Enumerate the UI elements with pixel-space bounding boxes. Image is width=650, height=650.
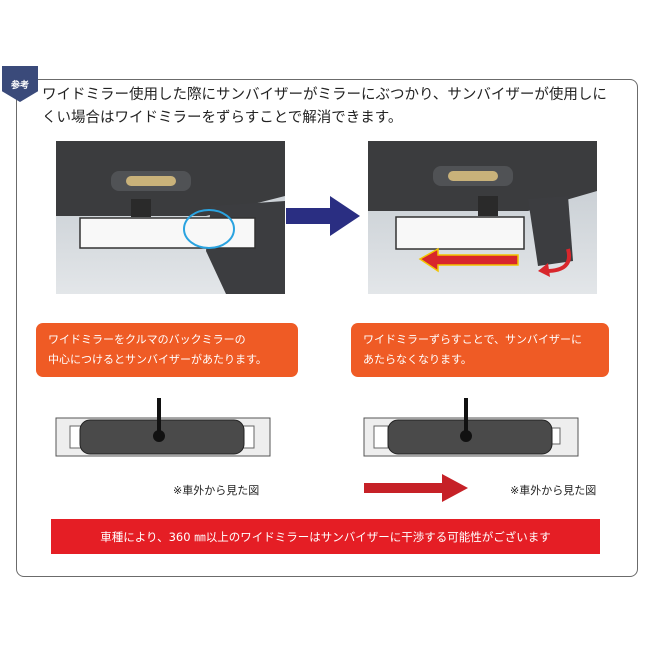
diagram-shifted [363, 398, 579, 457]
intro-line-2: くい場合はワイドミラーをずらすことで解消できます。 [42, 110, 403, 126]
intro-line-1: ワイドミラー使用した際にサンバイザーがミラーにぶつかり、サンバイザーが使用しに [42, 87, 607, 103]
shift-left-arrow [418, 247, 519, 273]
before-after-arrow [286, 196, 360, 236]
photo-after [368, 141, 597, 294]
explanation-bubble-right: ワイドミラーずらすことで、サンバイザーに あたらなくなります。 [351, 323, 609, 377]
caption-right: ※車外から見た図 [510, 484, 597, 497]
wide-mirror [79, 217, 256, 249]
reference-tag-label: 参考 [10, 80, 29, 91]
bubble-left-line-1: ワイドミラーをクルマのバックミラーの [48, 333, 246, 346]
shift-direction-arrow [364, 474, 468, 502]
explanation-bubble-left: ワイドミラーをクルマのバックミラーの 中心につけるとサンバイザーがあたります。 [36, 323, 298, 377]
bubble-right-line-1: ワイドミラーずらすことで、サンバイザーに [363, 333, 583, 346]
warning-banner: 車種により、360 ㎜以上のワイドミラーはサンバイザーに干渉する可能性がございま… [51, 519, 600, 554]
sun-visor [528, 196, 573, 266]
wide-mirror-shifted [395, 216, 525, 250]
caption-left: ※車外から見た図 [173, 484, 260, 497]
warning-text: 車種により、360 ㎜以上のワイドミラーはサンバイザーに干渉する可能性がございま… [100, 529, 551, 544]
intro-text: ワイドミラー使用した際にサンバイザーがミラーにぶつかり、サンバイザーが使用しに … [42, 84, 622, 130]
bubble-left-line-2: 中心につけるとサンバイザーがあたります。 [48, 353, 267, 366]
photo-before [56, 141, 285, 294]
contact-highlight-circle [183, 209, 235, 249]
photo-before-svg [56, 141, 285, 294]
photo-after-svg [368, 141, 597, 294]
diagram-centered [55, 398, 271, 457]
bubble-right-line-2: あたらなくなります。 [363, 353, 472, 366]
